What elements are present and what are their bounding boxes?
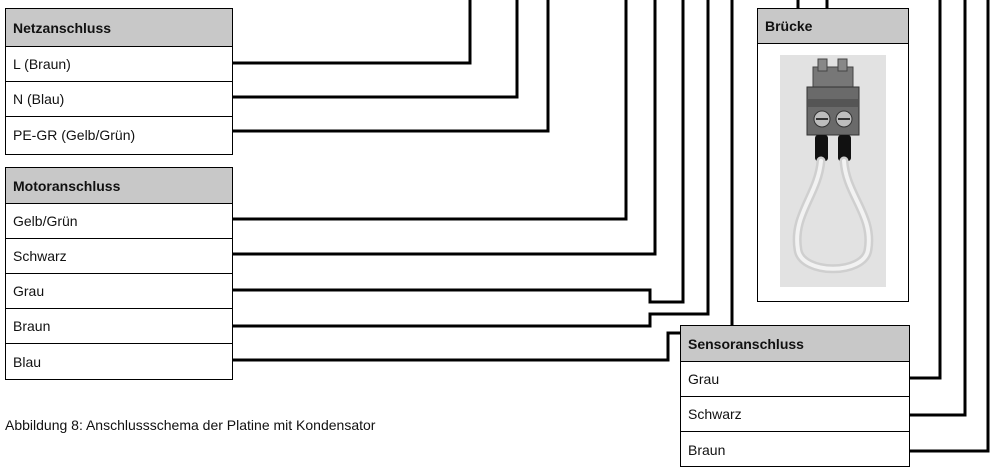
wire-l-braun xyxy=(233,0,472,65)
motoranschluss-row: Schwarz xyxy=(6,239,232,274)
figure-caption: Abbildung 8: Anschlussschema der Platine… xyxy=(5,417,376,433)
netzanschluss-row: L (Braun) xyxy=(6,47,232,82)
wire-sensor-schwarz xyxy=(910,0,967,417)
motoranschluss-table: Motoranschluss Gelb/Grün Schwarz Grau Br… xyxy=(5,167,233,380)
wire-motor-gelbgruen xyxy=(233,0,628,221)
wire-pe-gr xyxy=(233,0,550,133)
bruecke-panel: Brücke xyxy=(757,8,909,302)
wire-motor-grau xyxy=(233,0,685,304)
bruecke-photo xyxy=(780,55,886,287)
sensoranschluss-row: Braun xyxy=(688,441,726,458)
wire-motor-braun xyxy=(233,0,710,328)
motoranschluss-header: Motoranschluss xyxy=(6,168,232,204)
wire-motor-schwarz xyxy=(233,0,657,256)
sensoranschluss-row: Schwarz xyxy=(681,397,909,432)
wire-sensor-braun xyxy=(910,0,990,453)
motoranschluss-row: Grau xyxy=(6,274,232,309)
motoranschluss-row: Gelb/Grün xyxy=(6,204,232,239)
motoranschluss-row: Blau xyxy=(13,353,42,370)
wire-motor-blau xyxy=(233,0,734,362)
sensoranschluss-row: Grau xyxy=(681,362,909,397)
netzanschluss-table: Netzanschluss L (Braun) N (Blau) PE-GR (… xyxy=(5,8,233,155)
motoranschluss-row: Braun xyxy=(6,309,232,344)
wire-sensor-grau xyxy=(910,0,942,380)
wire-n-blau xyxy=(233,0,519,99)
netzanschluss-row: N (Blau) xyxy=(6,82,232,117)
netzanschluss-header: Netzanschluss xyxy=(6,9,232,47)
sensoranschluss-table: Sensoranschluss Grau Schwarz Braun xyxy=(680,325,910,467)
jumper-wire-illustration xyxy=(780,55,886,287)
sensoranschluss-header: Sensoranschluss xyxy=(681,326,909,362)
bruecke-header: Brücke xyxy=(758,9,908,44)
netzanschluss-row: PE-GR (Gelb/Grün) xyxy=(13,126,136,143)
